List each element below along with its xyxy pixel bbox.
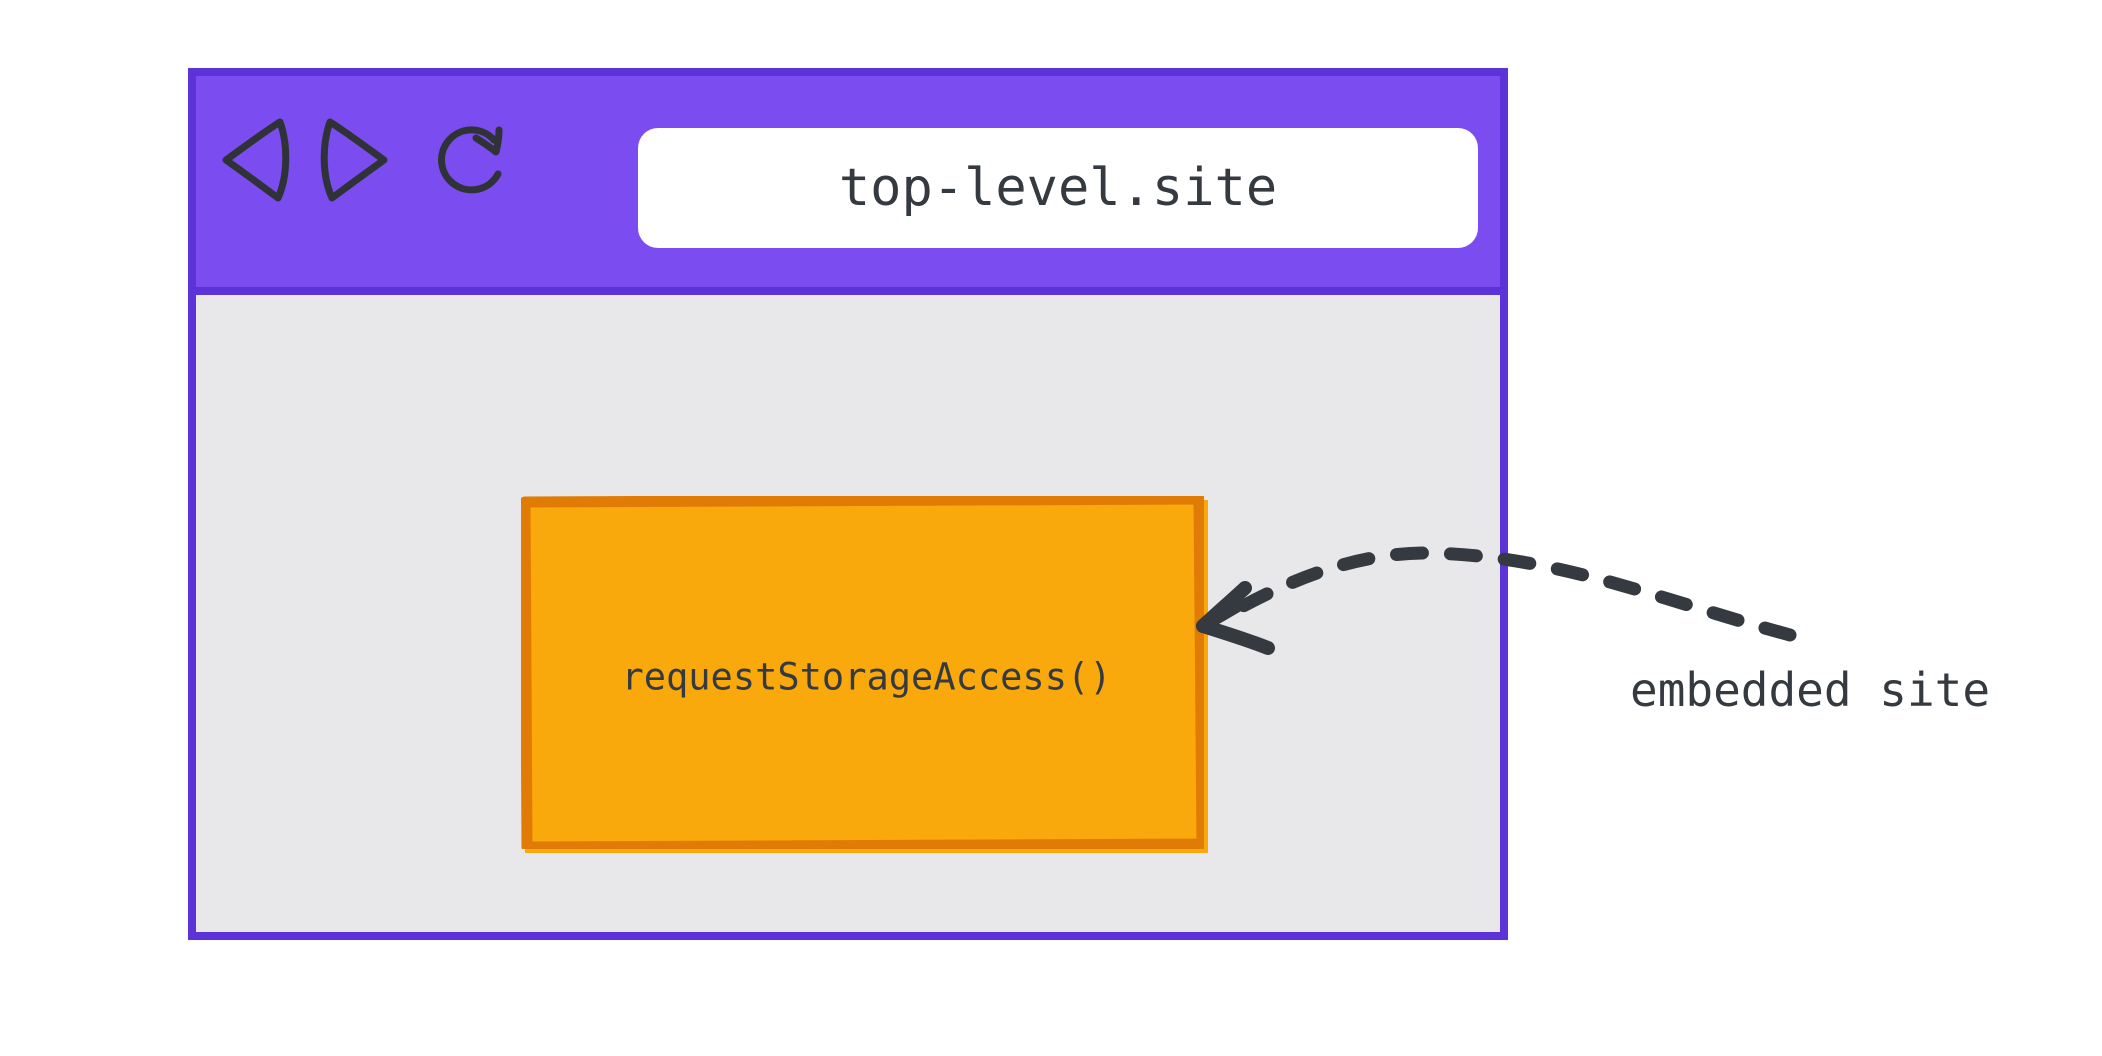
embedded-site-frame[interactable]: requestStorageAccess() bbox=[521, 496, 1208, 853]
embedded-site-annotation-label: embedded site bbox=[1630, 663, 1991, 717]
address-bar-text: top-level.site bbox=[838, 158, 1278, 218]
browser-window: top-level.site requestStorageAccess() bbox=[188, 68, 1508, 940]
address-bar[interactable]: top-level.site bbox=[638, 128, 1478, 248]
embedded-frame-label: requestStorageAccess() bbox=[621, 655, 1112, 698]
back-triangle-icon[interactable] bbox=[218, 114, 290, 206]
navigation-controls bbox=[218, 112, 518, 208]
forward-triangle-icon[interactable] bbox=[320, 114, 392, 206]
reload-circular-arrow-icon[interactable] bbox=[422, 112, 518, 208]
browser-chrome-bar: top-level.site bbox=[196, 76, 1500, 295]
